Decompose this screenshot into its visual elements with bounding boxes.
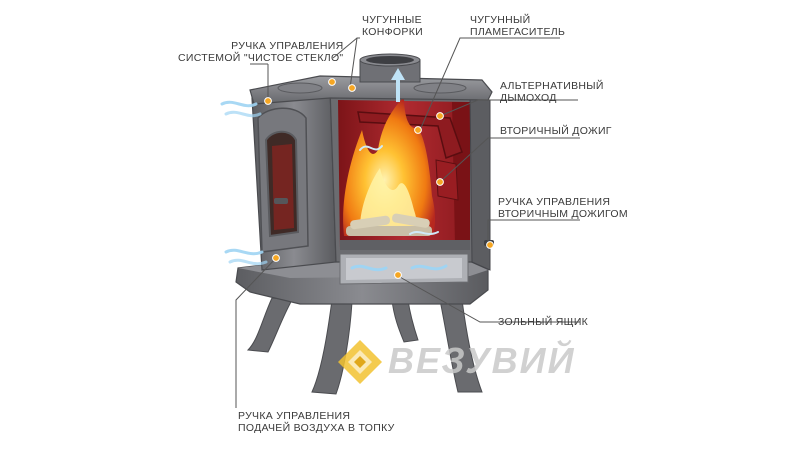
flame-damper	[357, 111, 463, 159]
door-handle	[274, 198, 288, 204]
label-line: АЛЬТЕРНАТИВНЫЙ	[500, 80, 604, 92]
label-line: ЧУГУННЫЕ	[362, 14, 422, 26]
marker-burners-left	[328, 78, 336, 86]
brand-watermark: ВЕЗУВИЙ	[388, 340, 576, 381]
label-line: ВТОРИЧНЫЙ ДОЖИГ	[500, 125, 612, 137]
brand-logo-icon	[338, 340, 382, 384]
marker-air-handle	[272, 254, 280, 262]
logs	[346, 213, 432, 236]
flue-pipe	[359, 53, 421, 83]
label-line: ПЛАМЕГАСИТЕЛЬ	[470, 26, 566, 38]
label-line: СИСТЕМОЙ "ЧИСТОЕ СТЕКЛО"	[178, 52, 344, 64]
air-flow-arrows	[220, 100, 448, 272]
marker-flame-damper	[414, 126, 422, 134]
ash-box-inner	[346, 258, 462, 280]
burner-left	[277, 82, 323, 94]
label-alt-flue: АЛЬТЕРНАТИВНЫЙ ДЫМОХОД	[500, 80, 604, 104]
label-line: ЧУГУННЫЙ	[470, 14, 531, 26]
flue-arrow-icon	[391, 68, 405, 102]
label-line: РУЧКА УПРАВЛЕНИЯ	[238, 410, 351, 422]
side-door-window-glow	[272, 144, 294, 230]
label-glass-handle: РУЧКА УПРАВЛЕНИЯ СИСТЕМОЙ "ЧИСТОЕ СТЕКЛО…	[178, 40, 343, 64]
label-line: ДЫМОХОД	[500, 92, 557, 104]
marker-burners-right	[348, 84, 356, 92]
label-secondary-burn: ВТОРИЧНЫЙ ДОЖИГ	[500, 125, 612, 137]
marker-glass-handle	[264, 97, 272, 105]
callout-markers	[264, 78, 494, 279]
marker-secondary-burn	[436, 178, 444, 186]
label-line: РУЧКА УПРАВЛЕНИЯ	[231, 40, 344, 52]
marker-secondary-handle	[486, 241, 494, 249]
label-line: КОНФОРКИ	[362, 26, 423, 38]
stove-legs	[246, 297, 483, 395]
label-air-handle: РУЧКА УПРАВЛЕНИЯ ПОДАЧЕЙ ВОЗДУХА В ТОПКУ	[238, 410, 395, 434]
label-secondary-handle: РУЧКА УПРАВЛЕНИЯ ВТОРИЧНЫМ ДОЖИГОМ	[498, 196, 628, 220]
label-line: ПОДАЧЕЙ ВОЗДУХА В ТОПКУ	[238, 422, 395, 434]
marker-alt-flue	[436, 112, 444, 120]
label-flame-damper: ЧУГУННЫЙ ПЛАМЕГАСИТЕЛЬ	[470, 14, 565, 38]
label-line: ВТОРИЧНЫМ ДОЖИГОМ	[498, 208, 628, 220]
label-ash-box: ЗОЛЬНЫЙ ЯЩИК	[498, 316, 588, 328]
grate	[340, 240, 470, 250]
label-line: РУЧКА УПРАВЛЕНИЯ	[498, 196, 611, 208]
label-line: ЗОЛЬНЫЙ ЯЩИК	[498, 316, 589, 328]
label-burners: ЧУГУННЫЕ КОНФОРКИ	[362, 14, 423, 38]
marker-ash-box	[394, 271, 402, 279]
leader-lines	[235, 37, 580, 408]
